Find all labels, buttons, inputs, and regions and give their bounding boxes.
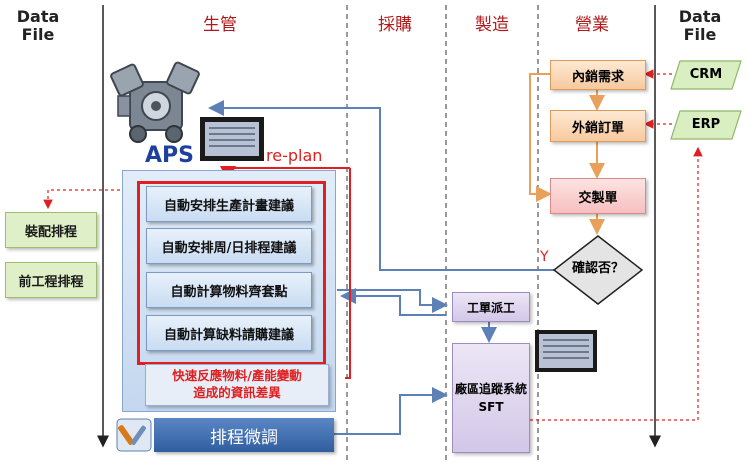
sft-box: 廠區追蹤系統 SFT [452, 343, 530, 453]
replan-arrow [345, 168, 351, 379]
lane-header-manufacturing: 製造 [475, 15, 509, 35]
aps-note: 快速反應物料/產能變動 造成的資訊差異 [145, 364, 329, 406]
yes-label: Y [540, 249, 549, 265]
task-weekly-daily-schedule: 自動安排周/日排程建議 [146, 228, 312, 264]
sft-line2: SFT [478, 400, 504, 414]
assembly-schedule-box: 裝配排程 [5, 212, 97, 248]
monitor-screenshot-icon [535, 330, 597, 372]
aps-label: APS [145, 143, 194, 168]
lane-header-production: 生管 [203, 15, 237, 35]
sft-to-erp-arrow [530, 146, 703, 421]
tuning-to-sft [334, 387, 448, 435]
preprocess-schedule-box: 前工程排程 [5, 262, 97, 298]
domestic-demand-box: 內銷需求 [550, 60, 646, 90]
aps-to-left-arrow [43, 189, 120, 210]
aps-note-line1: 快速反應物料/產能變動 [172, 368, 302, 383]
lane-header-sales: 營業 [575, 15, 609, 35]
confirm-yes-to-aps [208, 100, 556, 271]
erp-label: ERP [691, 117, 721, 132]
data-file-header-right: Data File [678, 7, 722, 44]
task-material-kit-point: 自動計算物料齊套點 [146, 272, 312, 308]
tools-icon [116, 418, 152, 452]
production-order-box: 交製單 [550, 178, 646, 214]
domestic-to-order [529, 73, 552, 202]
lane-header-purchasing: 採購 [378, 15, 412, 35]
crm-label: CRM [689, 67, 723, 82]
schedule-tuning-bar: 排程微調 [154, 418, 334, 452]
confirm-decision-label: 確認否？ [571, 261, 624, 276]
work-order-dispatch-box: 工單派工 [452, 292, 530, 322]
sft-line1: 廠區追蹤系統 [454, 382, 527, 396]
data-file-header-left: Data File [16, 7, 60, 44]
aps-to-dispatch [337, 289, 448, 313]
task-shortage-purchase: 自動計算缺料請購建議 [146, 315, 312, 351]
replan-label: re-plan [266, 146, 323, 165]
sft-to-aps [340, 288, 446, 316]
aps-note-line2: 造成的資訊差異 [193, 385, 281, 400]
crm-shape [670, 60, 742, 90]
replan-frame [137, 181, 326, 365]
engine-icon [110, 61, 200, 143]
task-production-plan: 自動安排生產計畫建議 [146, 186, 312, 222]
confirm-decision [552, 235, 644, 305]
export-order-box: 外銷訂單 [550, 110, 646, 142]
monitor-screenshot-icon [200, 117, 264, 161]
erp-shape [670, 110, 742, 140]
